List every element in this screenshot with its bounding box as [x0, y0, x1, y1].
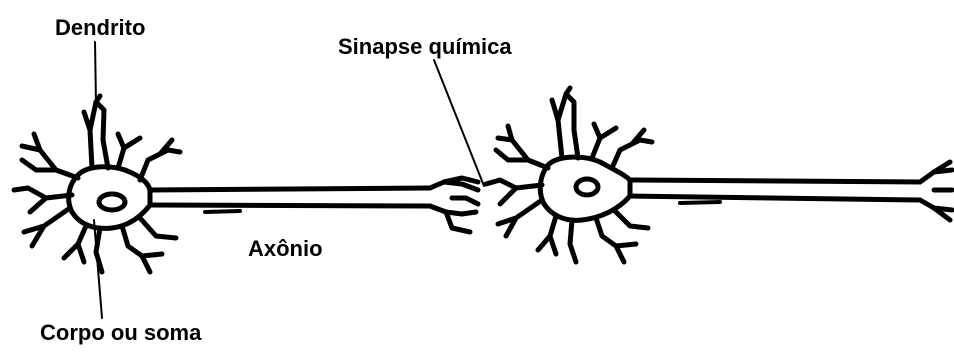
neuron-2-nucleus — [576, 179, 598, 195]
neuron-1-axon — [150, 178, 478, 232]
dendrite-leader-line — [95, 42, 96, 104]
neuron-1-nucleus — [99, 194, 125, 210]
neuron-2 — [486, 88, 952, 262]
neuron-2-axon — [630, 162, 952, 220]
axon-label: Axônio — [248, 238, 323, 260]
dendrite-label: Dendrito — [55, 17, 145, 39]
cell-body-label: Corpo ou soma — [40, 322, 201, 344]
synapse-leader-line — [434, 60, 484, 186]
neuron-1 — [14, 96, 478, 272]
chemical-synapse-label: Sinapse química — [338, 36, 512, 58]
